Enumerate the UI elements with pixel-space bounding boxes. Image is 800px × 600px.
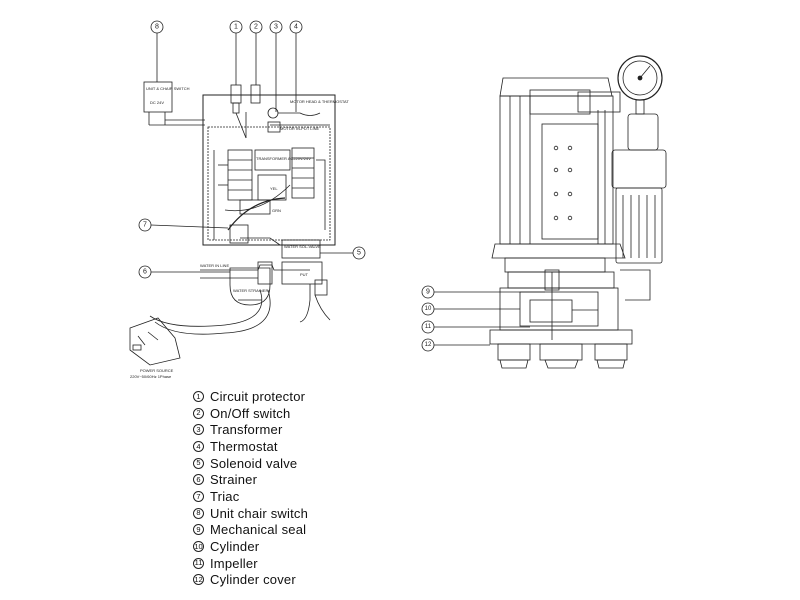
legend-item: 10 Cylinder: [193, 538, 453, 555]
callout-7-num: 7: [143, 222, 147, 229]
callout-4: [289, 20, 303, 112]
label-motor-head: MOTOR HEAD & THERMOSTAT: [290, 99, 349, 104]
callout-2: [249, 20, 263, 85]
callout-9-num: 9: [426, 289, 430, 296]
legend-number: 3: [193, 424, 204, 436]
label-water-solvalve: WATER SOL-VALVE: [284, 244, 321, 249]
callout-8-num: 8: [155, 24, 159, 31]
label-water-in-line: WATER IN LINE: [200, 263, 229, 268]
label-yel: YEL: [270, 186, 278, 191]
motor-body: [499, 95, 614, 245]
pump-assembly: [421, 55, 667, 369]
legend-number: 5: [193, 457, 204, 469]
legend-label: Thermostat: [210, 438, 278, 454]
callout-12-num: 12: [425, 342, 432, 348]
callout-10-num: 10: [425, 306, 432, 312]
legend-label: Triac: [210, 488, 240, 504]
legend-number: 12: [193, 574, 204, 586]
callout-2-num: 2: [254, 24, 258, 31]
callout-4-num: 4: [294, 24, 298, 31]
legend-item: 6 Strainer: [193, 471, 453, 488]
legend-number: 9: [193, 524, 204, 536]
legend-item: 2 On/Off switch: [193, 405, 453, 422]
callout-1: [229, 20, 243, 85]
legend-label: Mechanical seal: [210, 522, 307, 538]
parts-legend: 1 Circuit protector 2 On/Off switch 3 Transfo…: [193, 388, 453, 588]
legend-number: 11: [193, 557, 204, 569]
legend-number: 6: [193, 474, 204, 486]
pump-head: [507, 271, 615, 289]
transformer: [254, 149, 291, 171]
legend-number: 2: [193, 407, 204, 419]
legend-number: 8: [193, 507, 204, 519]
legend-label: On/Off switch: [210, 405, 291, 421]
callout-3-num: 3: [274, 24, 278, 31]
callout-8: [150, 20, 164, 82]
legend-item: 3 Transformer: [193, 421, 453, 438]
label-put: PUT: [300, 272, 309, 277]
impeller: [529, 299, 573, 323]
water-strainer: [229, 267, 271, 306]
legend-item: 11 Impeller: [193, 555, 453, 572]
label-dc24v: DC 24V: [150, 100, 164, 105]
label-power-source: POWER SOURCE: [140, 368, 174, 373]
legend-item: 7 Triac: [193, 488, 453, 505]
label-grn: GRN: [272, 208, 281, 213]
legend-item: 9 Mechanical seal: [193, 522, 453, 539]
on-off-switch: [250, 84, 261, 104]
legend-label: Strainer: [210, 472, 258, 488]
legend-item: 4 Thermostat: [193, 438, 453, 455]
legend-label: Transformer: [210, 422, 283, 438]
chair-switch-box: [143, 81, 173, 113]
callout-12: [421, 338, 490, 352]
callout-9: [421, 285, 545, 299]
solenoid-valve: [281, 239, 321, 259]
label-motor-input: MOTOR IN-PUT LINE: [280, 126, 320, 131]
nameplate: [529, 89, 591, 115]
legend-item: 5 Solenoid valve: [193, 455, 453, 472]
callout-5: [320, 246, 366, 260]
callout-11: [421, 320, 530, 334]
callout-5-num: 5: [357, 250, 361, 257]
legend-item: 1 Circuit protector: [193, 388, 453, 405]
cylinder-cover: [489, 329, 633, 345]
legend-number: 1: [193, 390, 204, 402]
legend-number: 4: [193, 440, 204, 452]
callout-3: [269, 20, 283, 112]
control-box: [202, 94, 336, 246]
callout-6: [138, 265, 230, 279]
callout-11-num: 11: [425, 324, 432, 330]
label-water-strainer: WATER STRAINER: [233, 288, 268, 293]
legend-label: Solenoid valve: [210, 455, 298, 471]
callout-10: [421, 302, 520, 316]
legend-label: Unit chair switch: [210, 505, 309, 521]
circuit-protector: [230, 84, 242, 104]
label-chair-switch: UNIT & CHAIR SWITCH: [146, 86, 190, 91]
legend-item: 12 Cylinder cover: [193, 572, 453, 589]
legend-number: 10: [193, 541, 204, 553]
callout-7: [138, 218, 229, 232]
power-plug: [129, 317, 181, 366]
legend-label: Impeller: [210, 555, 258, 571]
legend-label: Cylinder: [210, 539, 260, 555]
legend-label: Cylinder cover: [210, 572, 296, 588]
legend-number: 7: [193, 490, 204, 502]
legend-label: Circuit protector: [210, 388, 306, 404]
wiring-diagram: [129, 20, 366, 366]
legend-item: 8 Unit chair switch: [193, 505, 453, 522]
label-transformer: TRANSFORMER AC220V/24V: [256, 156, 311, 161]
callout-1-num: 1: [234, 24, 238, 31]
pressure-gauge: [617, 55, 663, 115]
label-power-spec: 220V~50/60Hz 1Phase: [130, 374, 172, 379]
callout-6-num: 6: [143, 269, 147, 276]
